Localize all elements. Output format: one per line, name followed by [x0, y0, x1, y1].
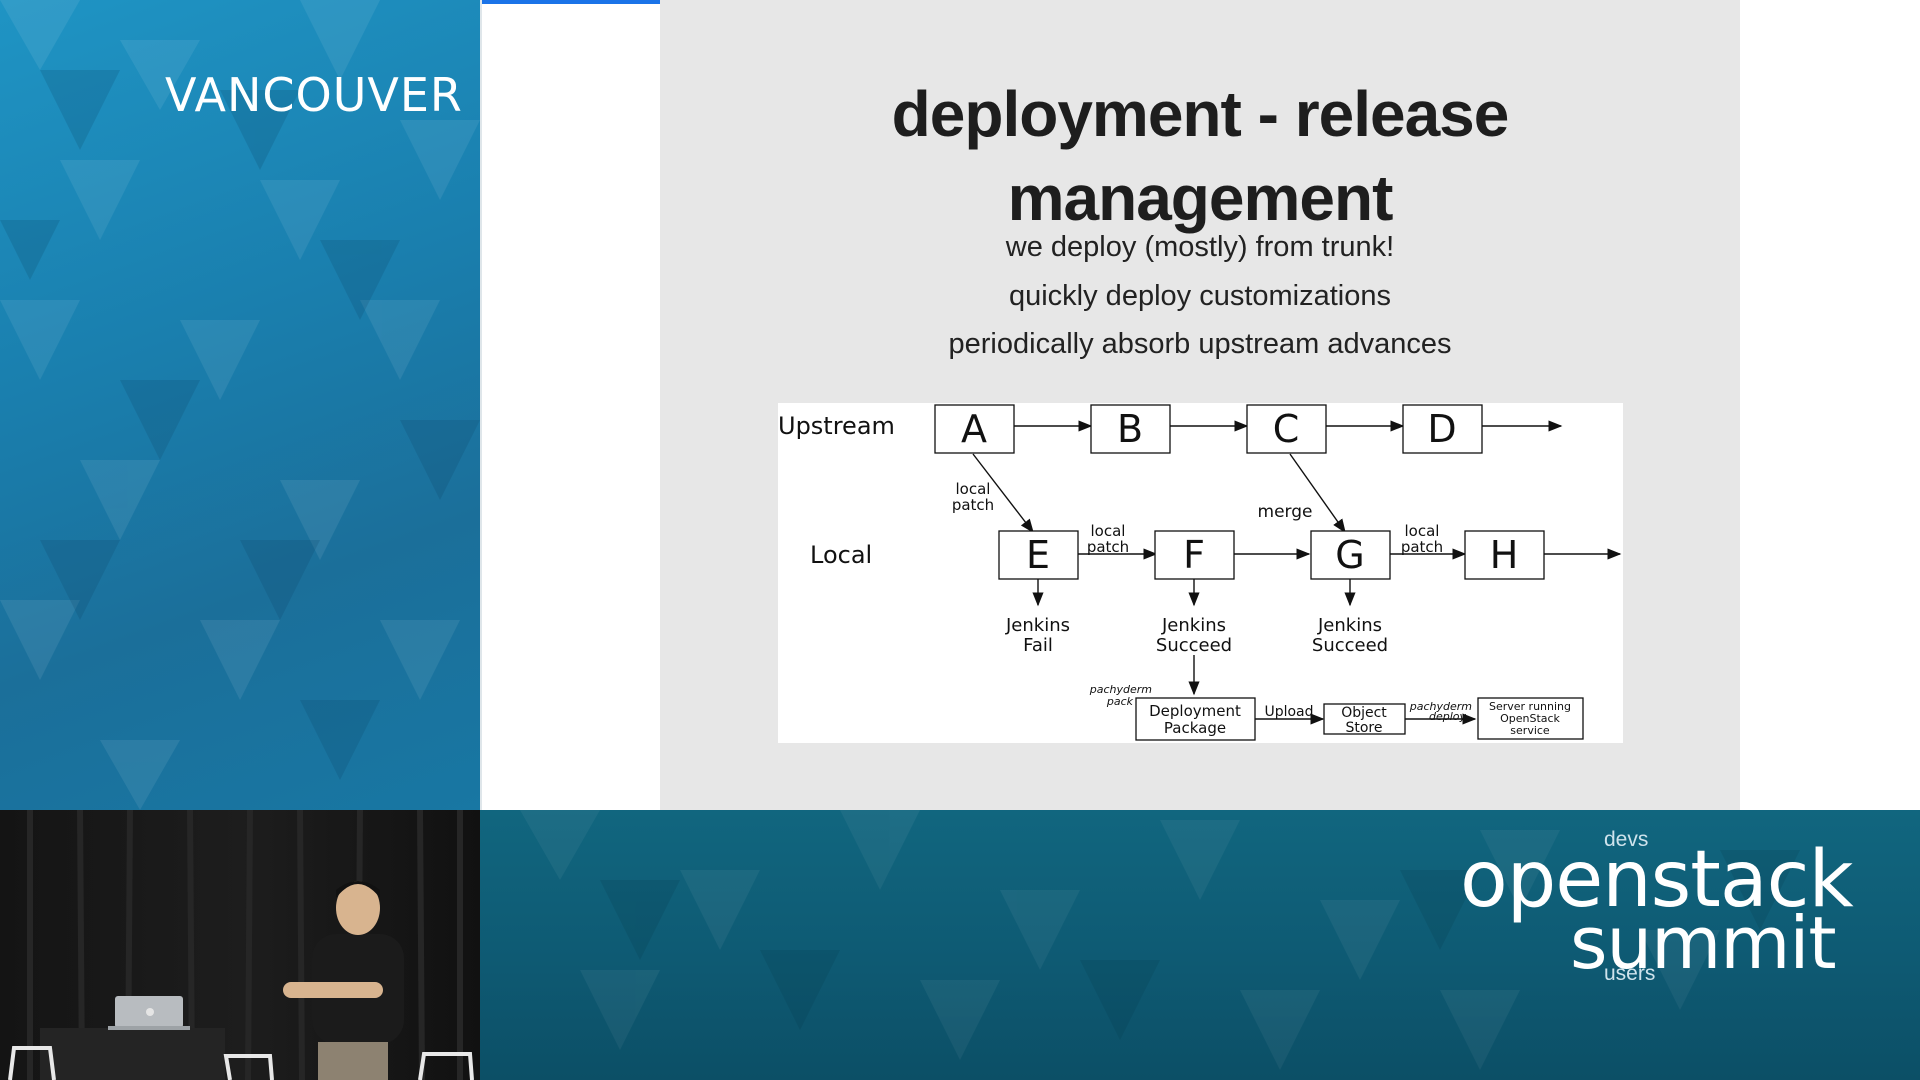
node-g: G — [1335, 533, 1364, 577]
slide-title-line-1: deployment - release — [891, 78, 1510, 150]
label-pachyderm-pack-1: pachyderm — [1089, 683, 1152, 696]
object-store-line-2: Store — [1345, 720, 1382, 736]
table — [40, 1028, 225, 1080]
logo-summit: summit — [1570, 901, 1837, 985]
node-h-box — [1464, 530, 1545, 580]
label-pachyderm-deploy-2: deploy — [1429, 710, 1467, 723]
slide-bullet-2: quickly deploy customizations — [1008, 280, 1391, 312]
logo-openstack: openstack — [1460, 835, 1854, 925]
label-pachyderm-pack-2: pack — [1106, 695, 1134, 708]
label-upload: Upload — [1264, 704, 1313, 720]
result-e-line-1: Jenkins — [1005, 615, 1070, 636]
label-local-patch-a-2: patch — [952, 496, 994, 514]
band-pattern — [520, 810, 1800, 1070]
deployment-package-line-1: Deployment — [1149, 702, 1241, 720]
object-store-box — [1323, 703, 1406, 735]
node-d: D — [1427, 407, 1456, 451]
row-label-local: Local — [810, 541, 872, 569]
openstack-summit-logo: devs openstack summit users — [1460, 820, 1860, 1000]
label-local-patch-ef-1: local — [1091, 522, 1126, 540]
result-g-line-2: Succeed — [1312, 635, 1388, 656]
slide-bullet-3: periodically absorb upstream advances — [948, 328, 1452, 360]
server-line-2: OpenStack — [1500, 712, 1560, 725]
result-f-line-1: Jenkins — [1161, 615, 1226, 636]
label-pachyderm-deploy-1: pachyderm — [1409, 700, 1472, 713]
edge-c-g — [1289, 453, 1346, 534]
node-a-box — [934, 404, 1015, 454]
server-line-1: Server running — [1489, 700, 1571, 713]
result-f-line-2: Succeed — [1156, 635, 1232, 656]
node-e: E — [1026, 533, 1050, 577]
speaker — [283, 881, 404, 1080]
node-e-box — [998, 530, 1079, 580]
event-city-label: VANCOUVER — [165, 68, 463, 122]
label-local-patch-a-1: local — [956, 480, 991, 498]
speaker-scene — [0, 810, 480, 1080]
slide-bullet-1: we deploy (mostly) from trunk! — [1005, 231, 1395, 263]
geometric-pattern — [0, 0, 480, 810]
slide-title: deployment - release management — [660, 72, 1740, 240]
release-flow-diagram: A B C D E F G H Upstream Local local pat… — [778, 403, 1623, 743]
node-f-box — [1154, 530, 1235, 580]
node-h: H — [1490, 533, 1519, 577]
result-e-line-2: Fail — [1023, 635, 1053, 656]
node-b-box — [1090, 404, 1171, 454]
deployment-package-box — [1135, 697, 1256, 741]
label-local-patch-gh-1: local — [1405, 522, 1440, 540]
label-local-patch-gh-2: patch — [1401, 538, 1443, 556]
label-merge: merge — [1258, 502, 1313, 522]
deployment-package-line-2: Package — [1164, 719, 1226, 737]
label-local-patch-ef-2: patch — [1087, 538, 1129, 556]
node-f: F — [1183, 533, 1205, 577]
server-line-3: service — [1510, 724, 1550, 737]
node-c-box — [1246, 404, 1327, 454]
summit-branding-band — [480, 810, 1920, 1080]
row-label-upstream: Upstream — [778, 412, 895, 440]
node-a: A — [961, 407, 987, 451]
edge-a-e — [972, 453, 1034, 534]
panel-divider — [480, 0, 482, 810]
slide-title-line-2: management — [1007, 162, 1394, 234]
event-branding-panel: VANCOUVER — [0, 0, 480, 810]
node-c: C — [1273, 407, 1300, 451]
node-g-box — [1310, 530, 1391, 580]
server-box — [1477, 697, 1584, 740]
speaker-video — [0, 810, 480, 1080]
object-store-line-1: Object — [1341, 705, 1387, 721]
logo-devs: devs — [1604, 828, 1649, 851]
result-g-line-1: Jenkins — [1317, 615, 1382, 636]
logo-users: users — [1604, 962, 1656, 985]
node-b: B — [1117, 407, 1143, 451]
node-d-box — [1402, 404, 1483, 454]
